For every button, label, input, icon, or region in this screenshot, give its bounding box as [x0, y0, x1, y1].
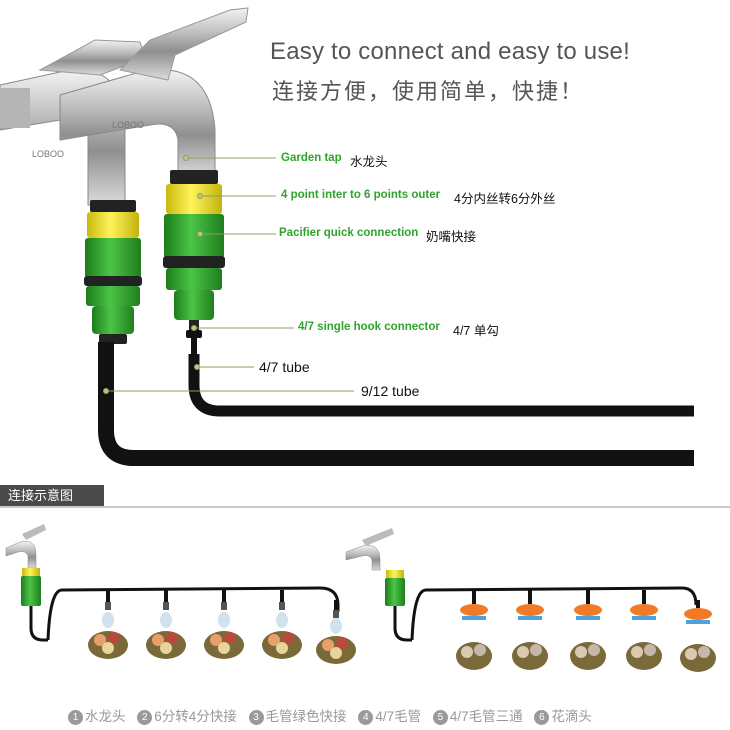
headline-chinese: 连接方便，使用简单，快捷！ — [272, 79, 585, 104]
callout-adapter-en: 4 point inter to 6 points outer — [281, 189, 441, 201]
legend-number: 1 — [68, 710, 83, 725]
callout-hook-connector-zh: 4/7 单勾 — [453, 324, 499, 338]
callout-quick-connection-zh: 奶嘴快接 — [426, 230, 477, 244]
diagram-left-drippers — [88, 590, 356, 664]
callout-garden-tap-en: Garden tap — [281, 152, 342, 164]
faucet-right: LOBOO — [59, 7, 249, 179]
diagram-right — [345, 528, 716, 672]
callout-adapter-zh: 4分内丝转6分外丝 — [454, 192, 556, 206]
legend-label: 毛管绿色快接 — [265, 709, 347, 724]
diagram-right-sprinklers — [456, 590, 716, 672]
legend-label: 4/7毛管三通 — [449, 709, 523, 724]
callout-leaders — [103, 155, 354, 394]
label-small-tube: 4/7 tube — [259, 359, 310, 375]
legend-label: 水龙头 — [85, 709, 126, 724]
legend-label: 4/7毛管 — [375, 709, 422, 724]
callout-quick-connection-en: Pacifier quick connection — [279, 227, 419, 239]
callout-hook-connector-en: 4/7 single hook connector — [298, 321, 440, 333]
connector-left — [84, 200, 142, 344]
section-divider — [0, 506, 730, 508]
section-title-connection-diagram: 连接示意图 — [0, 485, 104, 507]
legend-number: 6 — [534, 710, 550, 725]
tube-large — [98, 342, 694, 466]
legend-number: 2 — [137, 710, 153, 725]
tube-small — [188, 354, 694, 417]
legend-label: 花滴头 — [551, 709, 592, 724]
headline-english: Easy to connect and easy to use! — [270, 38, 630, 65]
legend-number: 4 — [358, 710, 374, 725]
legend-label: 6分转4分快接 — [154, 709, 237, 724]
legend-number: 5 — [432, 710, 448, 725]
faucet-brand-left: LOBOO — [32, 149, 64, 159]
connector-right — [163, 170, 225, 354]
faucet-brand-right: LOBOO — [112, 120, 144, 130]
diagram-left — [5, 524, 356, 664]
callout-garden-tap-zh: 水龙头 — [350, 155, 388, 169]
label-large-tube: 9/12 tube — [361, 383, 420, 399]
legend-number: 3 — [248, 710, 264, 725]
